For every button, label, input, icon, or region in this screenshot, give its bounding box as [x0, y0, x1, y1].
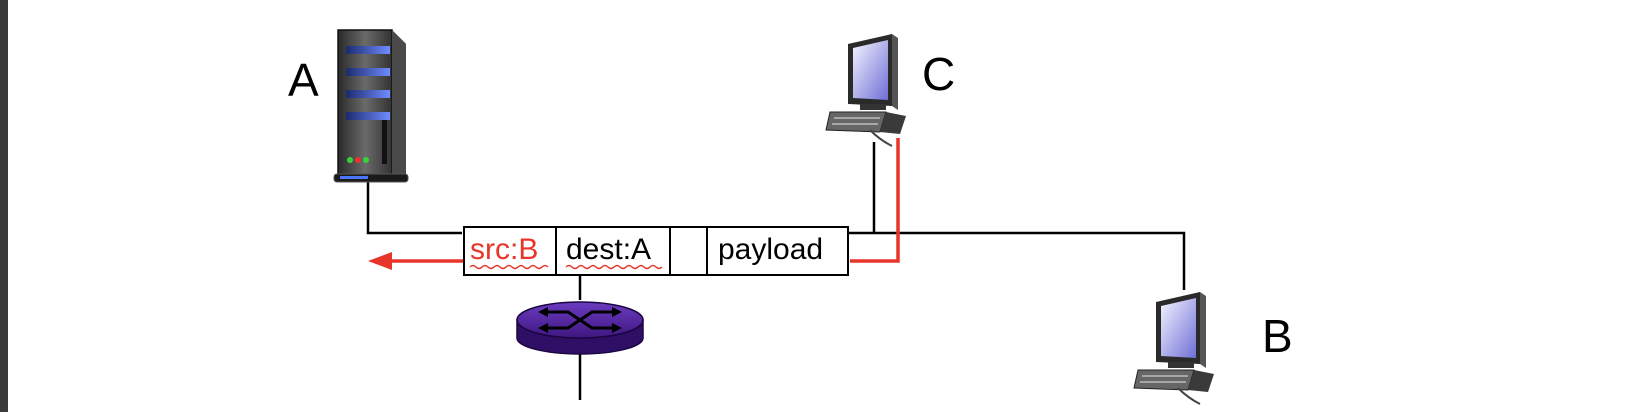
link-a	[366, 182, 462, 235]
frame-dest-field: dest:A	[566, 233, 651, 266]
frame-payload-field: payload	[718, 233, 823, 266]
switch-icon	[516, 301, 644, 355]
spoofed-frame-path	[392, 138, 900, 263]
desktop-computer-icon	[825, 34, 906, 147]
node-a-label: A	[288, 54, 319, 106]
network-links	[366, 142, 1186, 400]
red-path-from-c	[850, 138, 900, 263]
left-edge-bar	[0, 0, 8, 412]
server-icon	[333, 29, 409, 183]
desktop-computer-icon	[1133, 292, 1214, 405]
node-b-label: B	[1262, 310, 1293, 362]
red-arrow-head	[368, 252, 392, 270]
src-squiggle	[469, 264, 549, 270]
frame-src-field: src:B	[470, 233, 538, 266]
node-c-label: C	[922, 48, 955, 100]
link-bus-right	[846, 231, 1186, 290]
dest-squiggle	[565, 264, 663, 270]
ethernet-frame: src:B dest:A payload	[463, 226, 849, 276]
